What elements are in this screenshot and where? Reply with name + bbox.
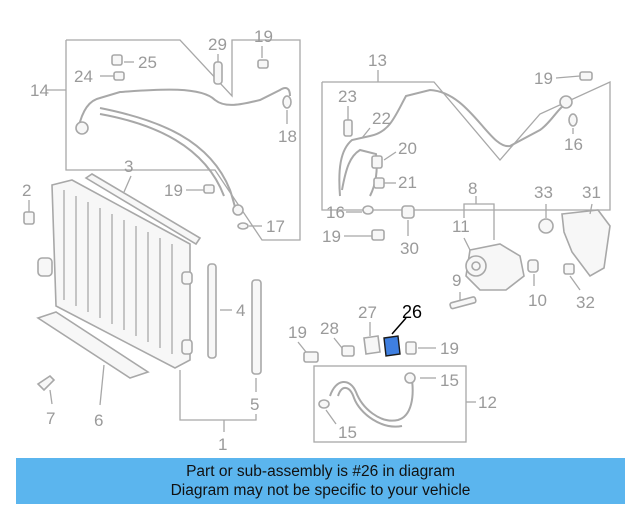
callout-19-b: 19 [164,181,183,200]
callout-14: 14 [30,81,49,100]
callout-19-f: 19 [440,339,459,358]
callout-3: 3 [124,157,133,176]
callout-27: 27 [358,303,377,322]
callout-2: 2 [22,181,31,200]
compressor [465,243,525,291]
filter-cartridge [251,279,262,375]
callout-19-d: 19 [322,227,341,246]
callout-18: 18 [278,127,297,146]
banner-line-2: Diagram may not be specific to your vehi… [170,482,471,499]
part-26-highlighted [383,335,401,357]
callout-33: 33 [534,183,553,202]
condenser [51,179,191,369]
callout-8: 8 [468,179,477,198]
callout-17: 17 [266,217,285,236]
callout-32: 32 [576,293,595,312]
callout-19-c: 19 [534,69,553,88]
callout-29: 29 [208,35,227,54]
callout-16-b: 16 [564,135,583,154]
callout-5: 5 [250,395,259,414]
callout-31: 31 [582,183,601,202]
callout-28: 28 [320,319,339,338]
callout-24: 24 [74,67,93,86]
callout-19-a: 19 [254,27,273,46]
callout-13: 13 [368,51,387,70]
callout-21: 21 [398,173,417,192]
callout-4: 4 [236,301,245,320]
air-deflector [36,311,150,379]
group-14-frame [65,39,301,241]
group-12-frame [313,365,467,443]
callout-19-e: 19 [288,323,307,342]
drier-tube [207,263,217,359]
callout-16-a: 16 [326,203,345,222]
callout-22: 22 [372,109,391,128]
callout-12: 12 [478,393,497,412]
ac-line-13 [338,88,569,197]
callout-15-b: 15 [338,423,357,442]
ac-hose-14 [77,87,291,131]
callout-10: 10 [528,291,547,310]
callout-30: 30 [400,239,419,258]
callout-6: 6 [94,411,103,430]
callout-26: 26 [402,302,422,322]
info-banner: Part or sub-assembly is #26 in diagram D… [16,458,625,504]
callout-11: 11 [452,217,470,236]
seal-strip [84,173,202,246]
parts-diagram: 14 25 24 29 19 18 19 17 3 2 [22,27,611,454]
ac-hose-12 [329,379,414,422]
callout-20: 20 [398,139,417,158]
callout-23: 23 [338,87,357,106]
banner-line-1: Part or sub-assembly is #26 in diagram [186,463,455,480]
callout-7: 7 [46,409,55,428]
callout-15-a: 15 [440,371,459,390]
callout-9: 9 [452,271,461,290]
callout-25: 25 [138,53,157,72]
heat-shield [561,209,611,278]
callout-1: 1 [218,435,227,454]
